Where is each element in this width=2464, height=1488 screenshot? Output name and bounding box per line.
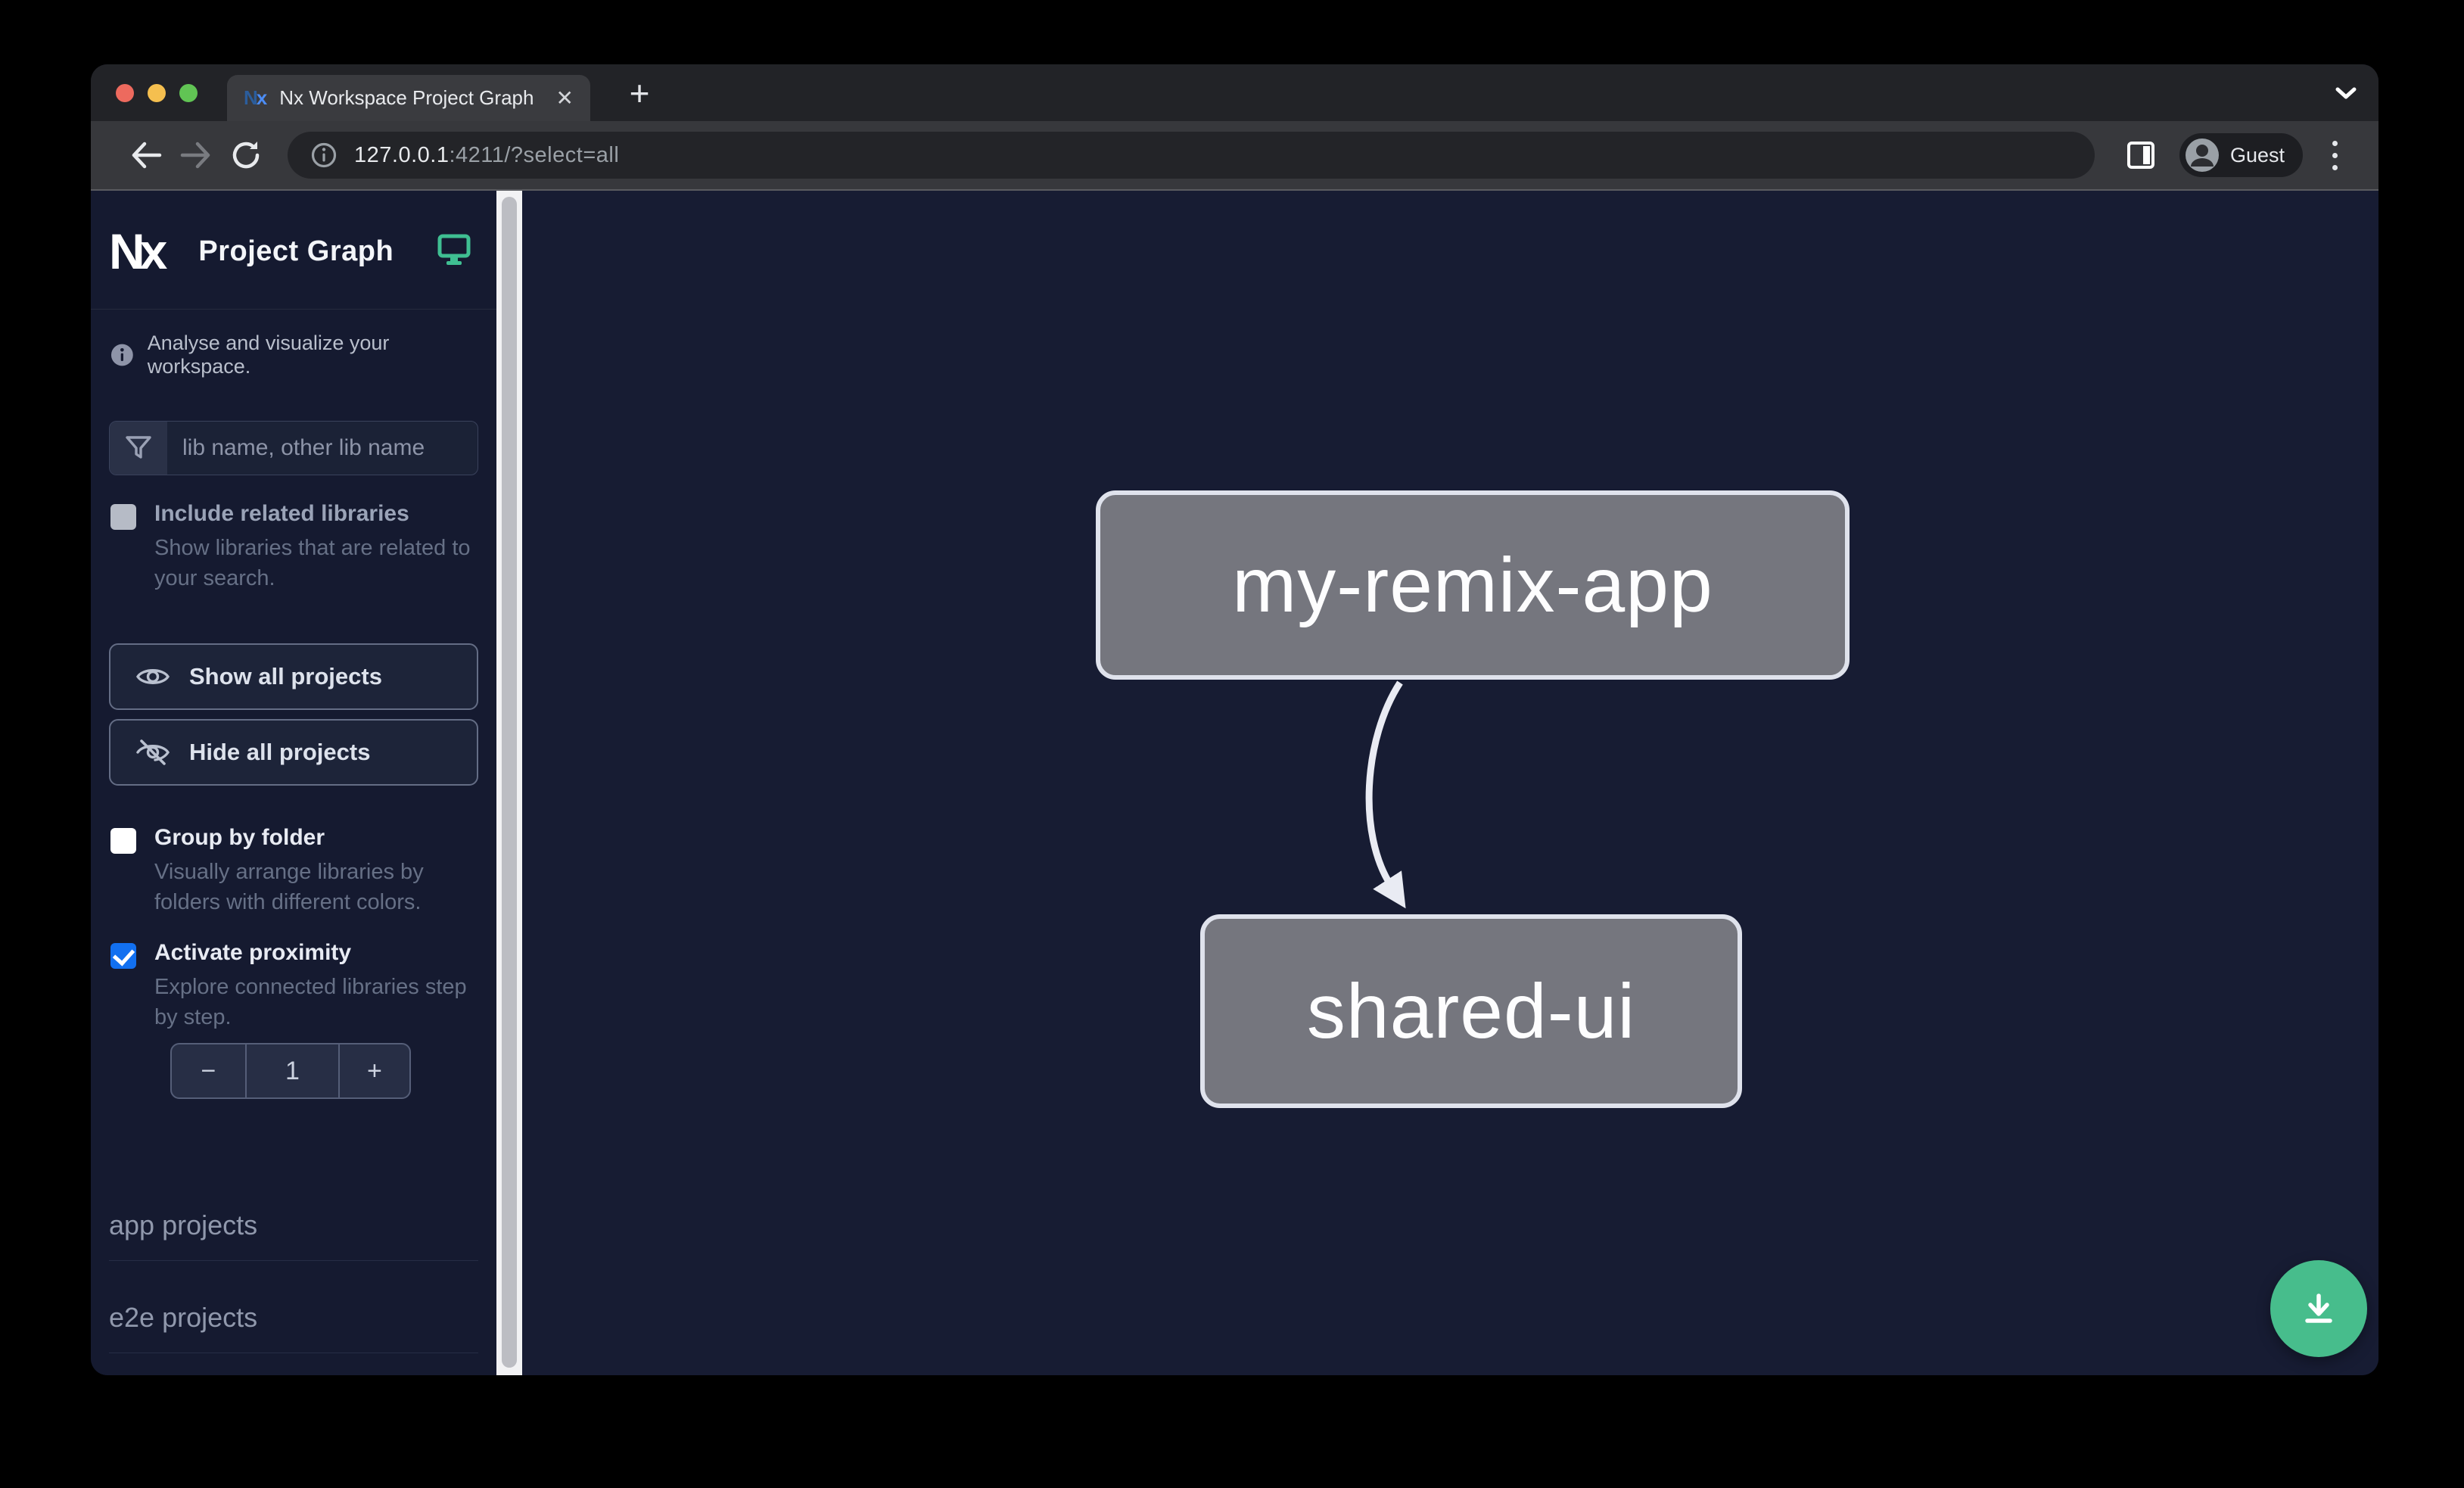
proximity-decrement-button[interactable]: − (172, 1044, 247, 1097)
back-button[interactable] (121, 130, 171, 180)
tagline-row: Analyse and visualize your workspace. (110, 332, 484, 378)
url-text: 127.0.0.1:4211/?select=all (354, 142, 620, 167)
eye-off-icon (136, 739, 170, 765)
filter-box (109, 421, 478, 475)
zoom-window-button[interactable] (179, 83, 198, 102)
eye-icon (136, 669, 170, 684)
sidebar-scrollbar[interactable] (496, 191, 522, 1375)
include-related-checkbox[interactable] (110, 504, 136, 530)
download-icon (2305, 1293, 2332, 1323)
minimize-window-button[interactable] (148, 83, 166, 102)
url-bar[interactable]: 127.0.0.1:4211/?select=all (288, 132, 2095, 179)
hide-all-projects-label: Hide all projects (189, 739, 371, 765)
header-divider (91, 309, 496, 310)
avatar-icon (2185, 139, 2219, 172)
tab-search-chevron-icon[interactable] (2333, 64, 2359, 121)
page-title: Project Graph (198, 235, 394, 267)
edge-my-remix-app-to-shared-ui (1365, 680, 1406, 909)
graph-node-shared-ui[interactable]: shared-ui (1200, 914, 1742, 1108)
sidebar: Nx Project Graph Analyse and visualize y… (91, 191, 496, 1375)
browser-menu-button[interactable] (2316, 130, 2353, 180)
include-related-row: Include related libraries Show libraries… (110, 501, 480, 593)
tab-title: Nx Workspace Project Graph (279, 86, 534, 109)
tab-strip: Nx Nx Workspace Project Graph ✕ + (91, 64, 2378, 121)
site-info-icon[interactable] (310, 142, 338, 169)
monitor-icon (437, 234, 471, 269)
sidebar-header: Nx Project Graph (109, 213, 478, 289)
activate-proximity-checkbox[interactable] (110, 943, 136, 969)
profile-label: Guest (2229, 143, 2285, 167)
browser-toolbar: 127.0.0.1:4211/?select=all Guest (91, 121, 2378, 191)
funnel-icon (110, 422, 167, 475)
forward-button[interactable] (171, 130, 221, 180)
tab-close-icon[interactable]: ✕ (555, 86, 574, 110)
proximity-increment-button[interactable]: + (367, 1056, 382, 1085)
info-icon (110, 344, 133, 366)
reload-button[interactable] (221, 130, 271, 180)
traffic-lights (116, 64, 198, 121)
include-related-label: Include related libraries (154, 501, 409, 526)
include-related-description: Show libraries that are related to your … (154, 536, 471, 590)
graph-canvas[interactable]: my-remix-app shared-ui (522, 191, 2378, 1375)
scrollbar-thumb[interactable] (502, 197, 517, 1368)
section-e2e-projects: e2e projects (109, 1301, 478, 1353)
new-tab-button[interactable]: + (629, 73, 650, 113)
activate-proximity-row: Activate proximity Explore connected lib… (110, 940, 480, 1032)
proximity-stepper: − 1 + (170, 1043, 411, 1099)
show-all-projects-label: Show all projects (189, 663, 382, 690)
profile-button[interactable]: Guest (2179, 133, 2303, 177)
close-window-button[interactable] (116, 83, 134, 102)
group-by-folder-description: Visually arrange libraries by folders wi… (154, 860, 424, 914)
section-app-projects: app projects (109, 1209, 478, 1261)
activate-proximity-description: Explore connected libraries step by step… (154, 975, 467, 1029)
group-by-folder-label: Group by folder (154, 825, 325, 850)
graph-node-my-remix-app[interactable]: my-remix-app (1096, 490, 1850, 680)
group-by-folder-row: Group by folder Visually arrange librari… (110, 825, 480, 917)
browser-tab[interactable]: Nx Nx Workspace Project Graph ✕ (227, 75, 590, 121)
activate-proximity-label: Activate proximity (154, 940, 352, 965)
hide-all-projects-button[interactable]: Hide all projects (109, 719, 478, 786)
show-all-projects-button[interactable]: Show all projects (109, 643, 478, 710)
filter-input[interactable] (167, 422, 478, 475)
nx-favicon: Nx (244, 86, 267, 109)
browser-window: Nx Nx Workspace Project Graph ✕ + 127.0.… (91, 64, 2378, 1375)
download-graph-button[interactable] (2270, 1260, 2367, 1357)
proximity-value: 1 (247, 1044, 340, 1097)
nx-logo: Nx (109, 223, 167, 279)
group-by-folder-checkbox[interactable] (110, 828, 136, 854)
side-panel-button[interactable] (2116, 130, 2166, 180)
tagline-text: Analyse and visualize your workspace. (147, 332, 390, 378)
